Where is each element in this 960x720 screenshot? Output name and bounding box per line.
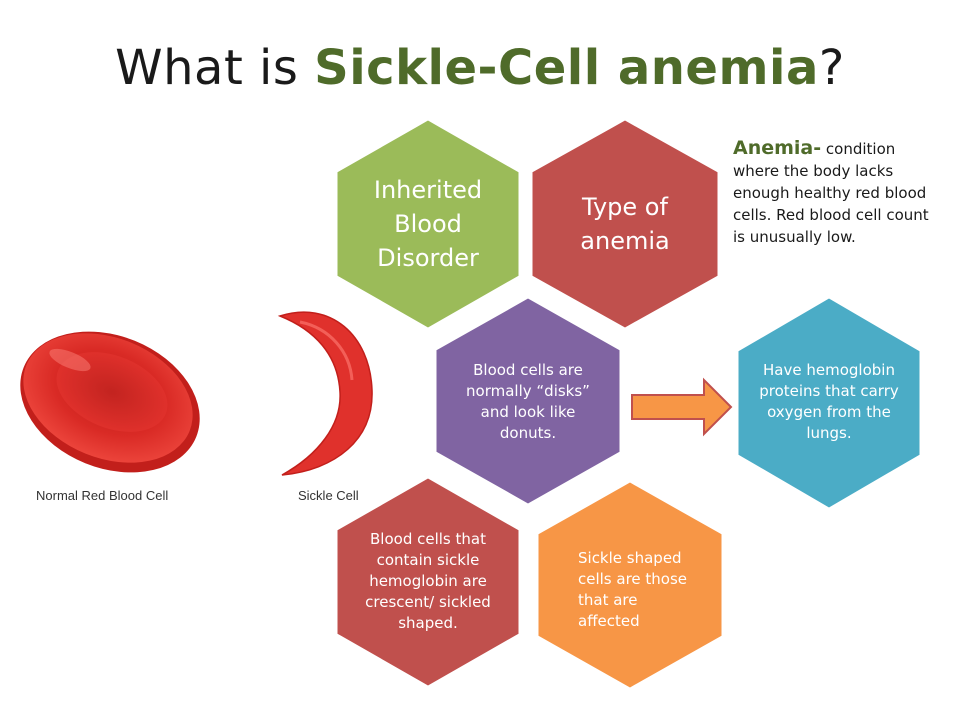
hex-normal-cells [435, 297, 621, 505]
hex-affected-label: Sickle shaped cells are those that are a… [578, 549, 688, 630]
anemia-definition: Anemia- condition where the body lacks e… [733, 137, 933, 248]
hex-inherited [336, 119, 520, 329]
title-suffix: ? [818, 40, 845, 96]
title-highlight: Sickle-Cell anemia [314, 40, 819, 96]
hex-hemoglobin [737, 297, 921, 509]
page-title: What is Sickle-Cell anemia? [0, 40, 960, 96]
definition-term: Anemia- [733, 137, 822, 159]
hex-inherited-label: Inherited Blood Disorder [373, 176, 483, 272]
definition-text: condition where the body lacks enough he… [733, 140, 929, 246]
normal-cell-caption: Normal Red Blood Cell [36, 488, 169, 503]
hex-normal-label: Blood cells are normally “disks” and loo… [466, 361, 590, 442]
normal-red-blood-cell-image [20, 331, 200, 473]
sickle-cell-image [277, 311, 373, 476]
right-arrow [631, 377, 733, 437]
hex-type-of-anemia [531, 119, 719, 329]
hex-hemoglobin-label: Have hemoglobin proteins that carry oxyg… [759, 361, 899, 442]
title-prefix: What is [115, 40, 315, 96]
sickle-cell-caption: Sickle Cell [298, 488, 359, 503]
hex-type-label: Type of anemia [580, 193, 670, 255]
hex-crescent [336, 477, 520, 687]
hex-crescent-label: Blood cells that contain sickle hemoglob… [365, 529, 491, 632]
hex-affected [537, 481, 723, 689]
